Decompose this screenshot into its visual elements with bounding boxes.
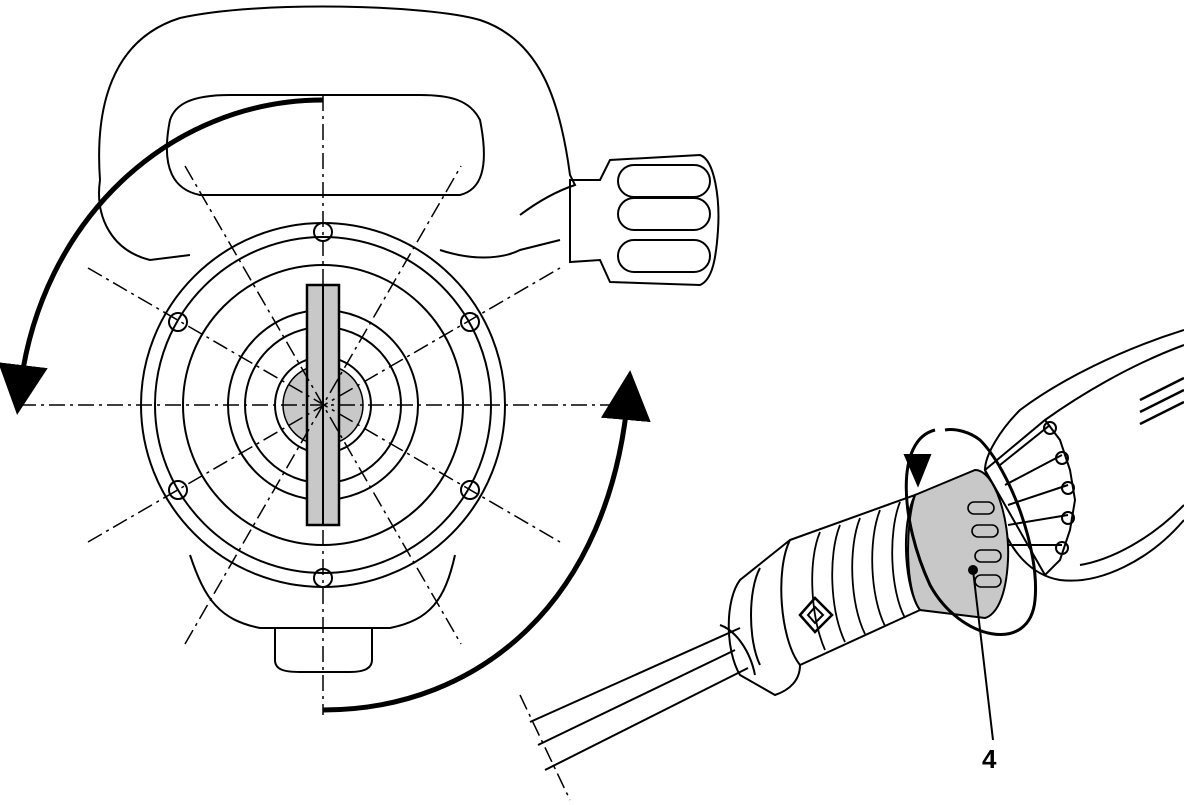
front-view xyxy=(98,5,720,673)
callout-4-leader xyxy=(972,569,994,741)
fins xyxy=(999,421,1075,555)
adjusting-ring xyxy=(904,468,1010,620)
side-knob xyxy=(569,153,720,287)
handle-outline xyxy=(98,5,577,216)
arrow-ring-rotation xyxy=(904,428,1038,636)
side-view xyxy=(519,329,1184,801)
housing-foot xyxy=(189,554,456,629)
handle-inner-grip xyxy=(165,94,485,196)
logo-badge xyxy=(798,596,834,634)
chuck-sleeve xyxy=(780,493,922,667)
position-guide-lines xyxy=(20,95,610,715)
finned-cone xyxy=(983,418,1077,577)
callout-4-label: 4 xyxy=(982,744,997,774)
arrow-ring-rotation-head xyxy=(903,454,932,488)
chuck-ribs xyxy=(811,501,906,651)
arrow-counterclockwise xyxy=(0,97,324,415)
nose-cap xyxy=(727,539,801,697)
handle-left-side xyxy=(98,179,191,262)
vent-slots xyxy=(1139,376,1184,426)
arrow-clockwise xyxy=(322,370,651,713)
tool-body xyxy=(983,329,1184,582)
handle-right-join xyxy=(439,239,561,259)
chisel-shaft xyxy=(529,627,749,771)
